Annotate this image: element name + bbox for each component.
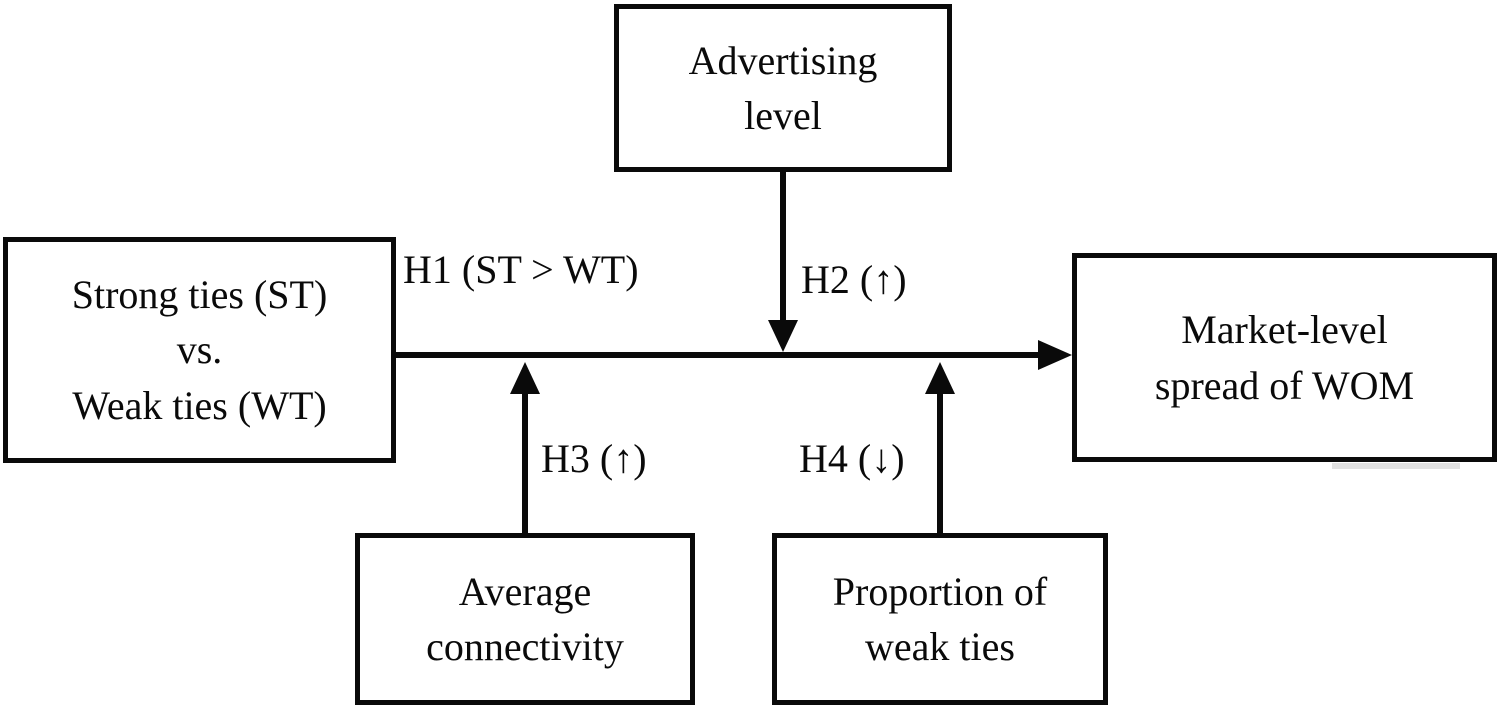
scan-artifact [1332,463,1460,469]
box-average-connectivity-text: Average connectivity [426,564,624,674]
box-label-line: Weak ties (WT) [72,382,327,428]
box-label-line: Market-level [1181,307,1388,353]
box-proportion-weak-ties-text: Proportion of weak ties [833,564,1047,674]
box-label-line: Average [458,568,592,614]
h4-arrow [925,362,955,535]
h2-label: H2 (↑) [801,257,907,302]
h1-label: H1 (ST > WT) [403,247,639,292]
h2-arrow [768,170,798,352]
h1-arrow [396,340,1072,370]
h3-arrow [510,362,540,535]
box-average-connectivity: Average connectivity [355,533,695,705]
box-advertising-level-text: Advertising level [689,33,878,143]
h3-label: H3 (↑) [541,436,647,481]
box-market-level-spread-text: Market-level spread of WOM [1155,302,1414,412]
box-label-line: weak ties [865,624,1015,669]
box-label-line: spread of WOM [1154,362,1415,408]
box-label-line: Advertising [688,37,878,83]
box-label-line: level [744,93,822,138]
box-advertising-level: Advertising level [614,4,952,172]
box-strong-vs-weak-ties-text: Strong ties (ST) vs. Weak ties (WT) [72,267,328,433]
box-strong-vs-weak-ties: Strong ties (ST) vs. Weak ties (WT) [3,237,396,463]
box-market-level-spread: Market-level spread of WOM [1072,253,1497,462]
box-label-line: connectivity [426,624,624,669]
h4-label: H4 (↓) [799,436,905,481]
box-label-line: vs. [176,327,223,373]
box-proportion-weak-ties: Proportion of weak ties [772,533,1108,705]
box-label-line: Strong ties (ST) [71,272,328,318]
box-label-line: Proportion of [832,568,1048,614]
